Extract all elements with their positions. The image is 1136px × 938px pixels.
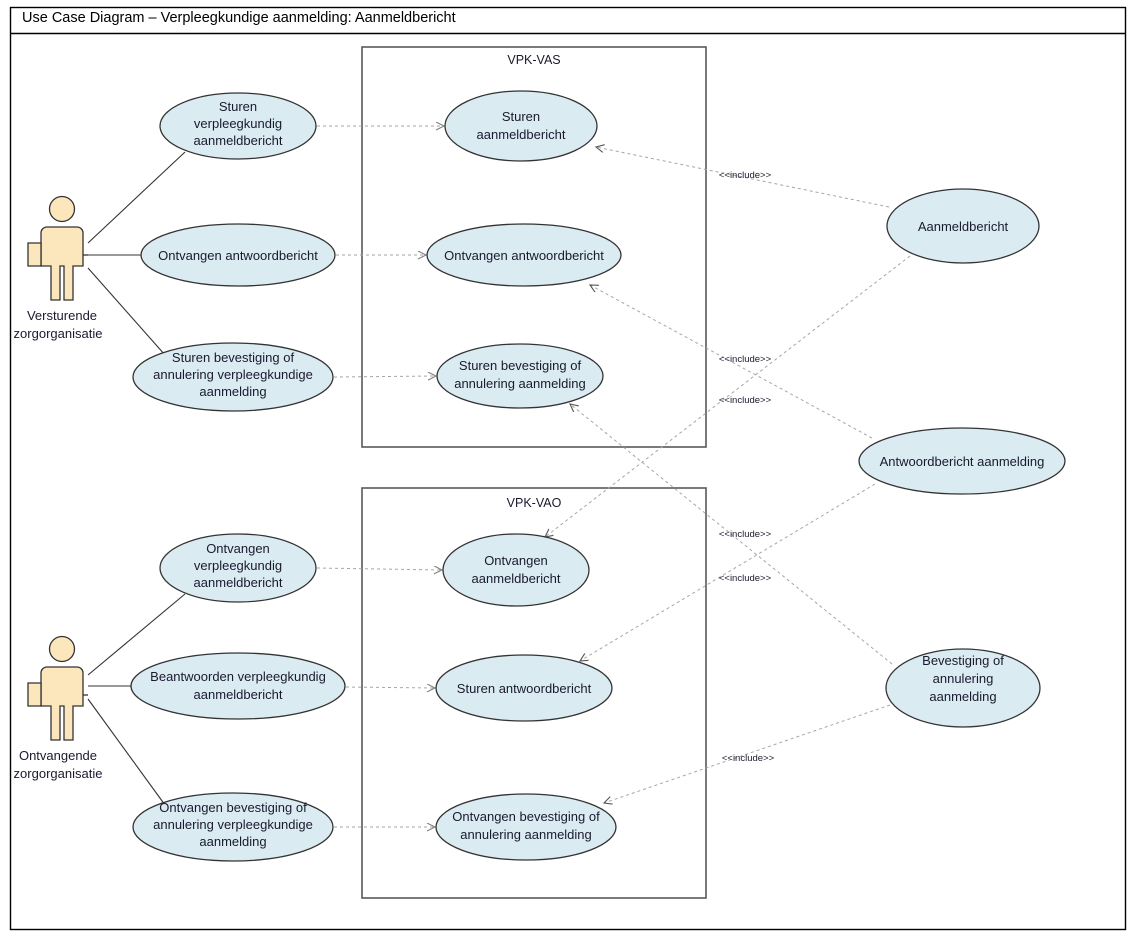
usecase-ellipse xyxy=(435,793,617,861)
include-label: <<include>> xyxy=(719,395,772,406)
actor-label-line: zorgorganisatie xyxy=(14,766,103,781)
usecase-ellipse xyxy=(140,223,336,287)
usecase-label-line: annulering aanmelding xyxy=(454,376,586,391)
actor-ontvangende-zorgorganisatie[interactable]: Ontvangende zorgorganisatie xyxy=(14,635,103,782)
usecase-label-line: aanmeldbericht xyxy=(194,575,283,590)
usecase-sturen-aanmeldbericht[interactable]: Sturen aanmeldbericht xyxy=(444,90,598,162)
usecase-label-line: annulering verpleegkundige xyxy=(153,817,313,832)
assoc-ontvangende-to-ontvangen-bevest xyxy=(87,698,166,806)
usecase-ellipse xyxy=(885,648,1041,728)
actor-arm-left xyxy=(27,682,42,707)
usecase-ontvangen-verpleegkundig-aanmeldbericht[interactable]: Ontvangen verpleegkundig aanmeldbericht xyxy=(159,533,317,603)
usecase-label-line: annulering xyxy=(933,671,994,686)
include-label: <<include>> xyxy=(722,753,775,764)
usecase-label-line: aanmelding xyxy=(929,689,996,704)
actor-arm-left xyxy=(27,242,42,267)
usecase-label-line: Ontvangen xyxy=(484,553,548,568)
usecase-label-line: Sturen antwoordbericht xyxy=(457,681,592,696)
usecase-label-line: Ontvangen bevestiging of xyxy=(159,800,307,815)
usecase-label-line: Ontvangen bevestiging of xyxy=(452,809,600,824)
usecase-ontvangen-antwoordbericht-system[interactable]: Ontvangen antwoordbericht xyxy=(426,223,622,287)
usecase-label-line: annulering verpleegkundige xyxy=(153,367,313,382)
usecase-label-line: Ontvangen xyxy=(206,541,270,556)
usecase-label-line: annulering aanmelding xyxy=(460,827,592,842)
usecase-ellipse xyxy=(435,654,613,722)
actor-label-line: zorgorganisatie xyxy=(14,326,103,341)
usecase-ellipse xyxy=(444,90,598,162)
usecase-label-line: Beantwoorden verpleegkundig xyxy=(150,669,326,684)
usecase-ellipse xyxy=(130,652,346,720)
usecase-label-line: Ontvangen antwoordbericht xyxy=(158,248,318,263)
usecase-ontvangen-antwoordbericht-left[interactable]: Ontvangen antwoordbericht xyxy=(140,223,336,287)
include-aanmeldbericht-to-sturen-aanmeldbericht xyxy=(596,147,890,208)
usecase-antwoordbericht-aanmelding[interactable]: Antwoordbericht aanmelding xyxy=(858,427,1066,495)
usecase-ellipse xyxy=(426,223,622,287)
usecase-ellipse xyxy=(159,92,317,160)
include-label: <<include>> xyxy=(719,170,772,181)
usecase-ellipse xyxy=(436,343,604,409)
usecase-label-line: verpleegkundig xyxy=(194,558,282,573)
actor-body xyxy=(40,226,84,301)
usecase-label-line: Bevestiging of xyxy=(922,653,1004,668)
usecase-label-line: aanmeldbericht xyxy=(194,133,283,148)
assoc-versturende-to-sturen-bevest xyxy=(87,267,166,356)
actor-head xyxy=(48,195,76,223)
usecase-sturen-verpleegkundig-aanmeldbericht[interactable]: Sturen verpleegkundig aanmeldbericht xyxy=(159,92,317,160)
usecase-label-line: aanmelding xyxy=(199,834,266,849)
include-label: <<include>> xyxy=(719,354,772,365)
actor-head xyxy=(48,635,76,663)
usecase-ellipse xyxy=(858,427,1066,495)
include-label: <<include>> xyxy=(719,573,772,584)
usecase-label-line: Sturen xyxy=(219,99,257,114)
usecase-label-line: Aanmeldbericht xyxy=(918,219,1009,234)
assoc-versturende-to-sturen-verpl xyxy=(87,151,186,244)
usecase-label-line: Antwoordbericht aanmelding xyxy=(880,454,1045,469)
usecase-ellipse xyxy=(442,533,590,607)
system-label-vpk-vao: VPK-VAO xyxy=(507,496,562,510)
usecase-sturen-bevestiging-annulering-verpleegkundige-aanmelding[interactable]: Sturen bevestiging of annulering verplee… xyxy=(132,342,334,412)
usecase-label-line: Sturen bevestiging of xyxy=(172,350,295,365)
include-bevestiging-to-ontvangen-bevestiging xyxy=(604,704,891,803)
actor-label-line: Versturende xyxy=(27,308,97,323)
usecase-ellipse xyxy=(132,342,334,412)
usecase-label-line: aanmeldbericht xyxy=(477,127,566,142)
usecase-label-line: aanmeldbericht xyxy=(472,571,561,586)
include-aanmeldbericht-to-ontvangen-aanmeldbericht xyxy=(545,255,911,537)
usecase-label-line: aanmeldbericht xyxy=(194,687,283,702)
usecase-sturen-antwoordbericht[interactable]: Sturen antwoordbericht xyxy=(435,654,613,722)
actor-label-line: Ontvangende xyxy=(19,748,97,763)
usecase-ellipse xyxy=(886,188,1040,264)
link-beantwoorden-to-sturen-antw xyxy=(345,687,435,688)
assoc-ontvangende-to-ontvangen-verpl xyxy=(87,593,186,676)
usecase-ellipse xyxy=(159,533,317,603)
actor-versturende-zorgorganisatie[interactable]: Versturende zorgorganisatie xyxy=(14,195,103,342)
usecase-ontvangen-bevestiging-annulering-aanmelding[interactable]: Ontvangen bevestiging of annulering aanm… xyxy=(435,793,617,861)
usecase-ontvangen-bevestiging-annulering-verpleegkundige-aanmelding[interactable]: Ontvangen bevestiging of annulering verp… xyxy=(132,792,334,862)
diagram-frame xyxy=(9,6,1127,931)
usecase-label-line: aanmelding xyxy=(199,384,266,399)
actor-body xyxy=(40,666,84,741)
usecase-label-line: Sturen bevestiging of xyxy=(459,358,582,373)
usecase-label-line: Sturen xyxy=(502,109,540,124)
usecase-ontvangen-aanmeldbericht[interactable]: Ontvangen aanmeldbericht xyxy=(442,533,590,607)
page-title: Use Case Diagram – Verpleegkundige aanme… xyxy=(22,10,456,26)
system-label-vpk-vas: VPK-VAS xyxy=(507,53,560,67)
usecase-beantwoorden-verpleegkundig-aanmeldbericht[interactable]: Beantwoorden verpleegkundig aanmeldberic… xyxy=(130,652,346,720)
system-box-vpk-vao xyxy=(361,487,707,899)
usecase-aanmeldbericht[interactable]: Aanmeldbericht xyxy=(886,188,1040,264)
usecase-bevestiging-of-annulering-aanmelding[interactable]: Bevestiging of annulering aanmelding xyxy=(885,648,1041,728)
link-sturen-bevest-verpl-to-sys xyxy=(333,376,436,377)
usecase-ellipse xyxy=(132,792,334,862)
include-label: <<include>> xyxy=(719,529,772,540)
link-ontvangen-verpl-to-ontvangen-aanmeld xyxy=(316,568,442,570)
include-bevestiging-to-sturen-bevestiging xyxy=(570,404,893,665)
usecase-label-line: verpleegkundig xyxy=(194,116,282,131)
usecase-sturen-bevestiging-annulering-aanmelding[interactable]: Sturen bevestiging of annulering aanmeld… xyxy=(436,343,604,409)
system-box-vpk-vas xyxy=(361,46,707,448)
usecase-label-line: Ontvangen antwoordbericht xyxy=(444,248,604,263)
